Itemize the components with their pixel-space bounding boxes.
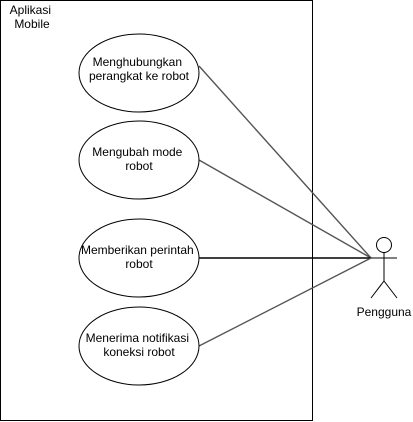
system-label: Aplikasi Mobile: [10, 3, 55, 31]
system-boundary: [0, 0, 313, 421]
association-line-2: [198, 159, 372, 259]
association-line-1: [198, 65, 372, 259]
use-case-2-line-2: robot: [125, 159, 153, 173]
use-case-2-line-1: Mengubah mode: [92, 145, 182, 159]
association-line-4: [198, 257, 372, 347]
use-case-3-line-2: robot: [125, 257, 153, 271]
actor-left-leg: [370, 280, 385, 299]
use-case-mengubah-mode[interactable]: Mengubah mode robot: [78, 120, 200, 200]
actor-right-leg: [383, 280, 398, 299]
svg-text:Menerima notifikasi kone: Menerima notifikasi koneksi robot: [86, 331, 193, 359]
use-case-1-line-2: perangkat ke robot: [89, 69, 190, 83]
use-case-3-line-1: Memberikan perintah: [81, 243, 194, 257]
system-label-line-1: Aplikasi: [10, 3, 51, 17]
use-case-menghubungkan[interactable]: Menghubungkan perangkat ke robot: [78, 33, 200, 113]
use-case-menerima-notifikasi[interactable]: Menerima notifikasi koneksi robot: [78, 306, 200, 386]
use-case-4-line-2: koneksi robot: [103, 345, 175, 359]
actor-pengguna[interactable]: [370, 237, 398, 299]
use-case-1-line-1: Menghubungkan: [93, 55, 182, 69]
svg-text:Memberikan perintah robo: Memberikan perintah robot: [81, 243, 197, 271]
svg-text:Menghubungkan perangkat: Menghubungkan perangkat ke robot: [89, 55, 190, 83]
actor-head: [376, 237, 392, 253]
use-case-memberikan-perintah[interactable]: Memberikan perintah robot: [78, 218, 200, 298]
use-case-4-line-1: Menerima notifikasi: [86, 331, 189, 345]
svg-text:Mengubah mode robot: Mengubah mode robot: [92, 145, 185, 173]
system-label-line-2: Mobile: [14, 17, 50, 31]
actor-label: Pengguna: [357, 305, 412, 319]
